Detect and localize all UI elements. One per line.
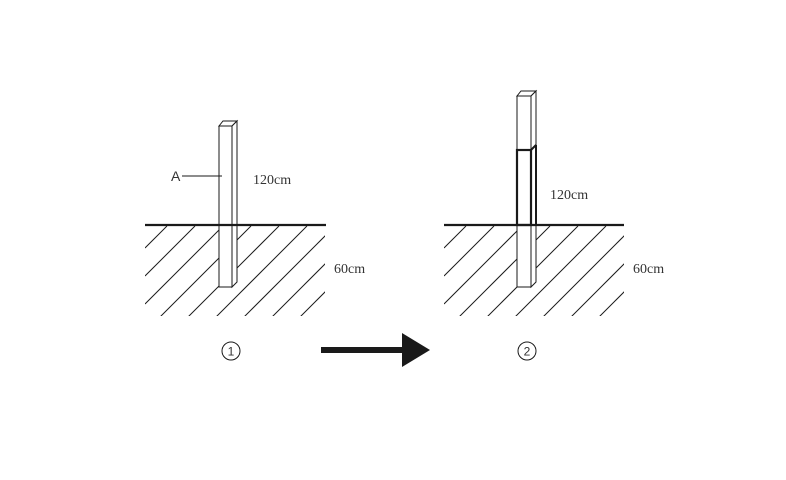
step-number-2: 2 (517, 341, 537, 361)
post-2 (515, 89, 538, 289)
svg-text:1: 1 (228, 345, 235, 359)
post-1 (217, 119, 239, 289)
figure-2: 120cm 60cm 2 (444, 89, 664, 361)
arrow-right-icon (321, 333, 430, 367)
step-number-1: 1 (221, 341, 241, 361)
above-ground-height-1: 120cm (253, 173, 291, 188)
above-ground-height-2: 120cm (550, 188, 588, 203)
label-a: A (171, 168, 181, 184)
ground-hatching-1 (145, 226, 325, 316)
below-ground-depth-1: 60cm (334, 262, 365, 277)
figure-1: A 120cm 60cm 1 (145, 119, 365, 361)
svg-text:2: 2 (524, 345, 531, 359)
below-ground-depth-2: 60cm (633, 262, 664, 277)
ground-hatching-2 (444, 226, 624, 316)
